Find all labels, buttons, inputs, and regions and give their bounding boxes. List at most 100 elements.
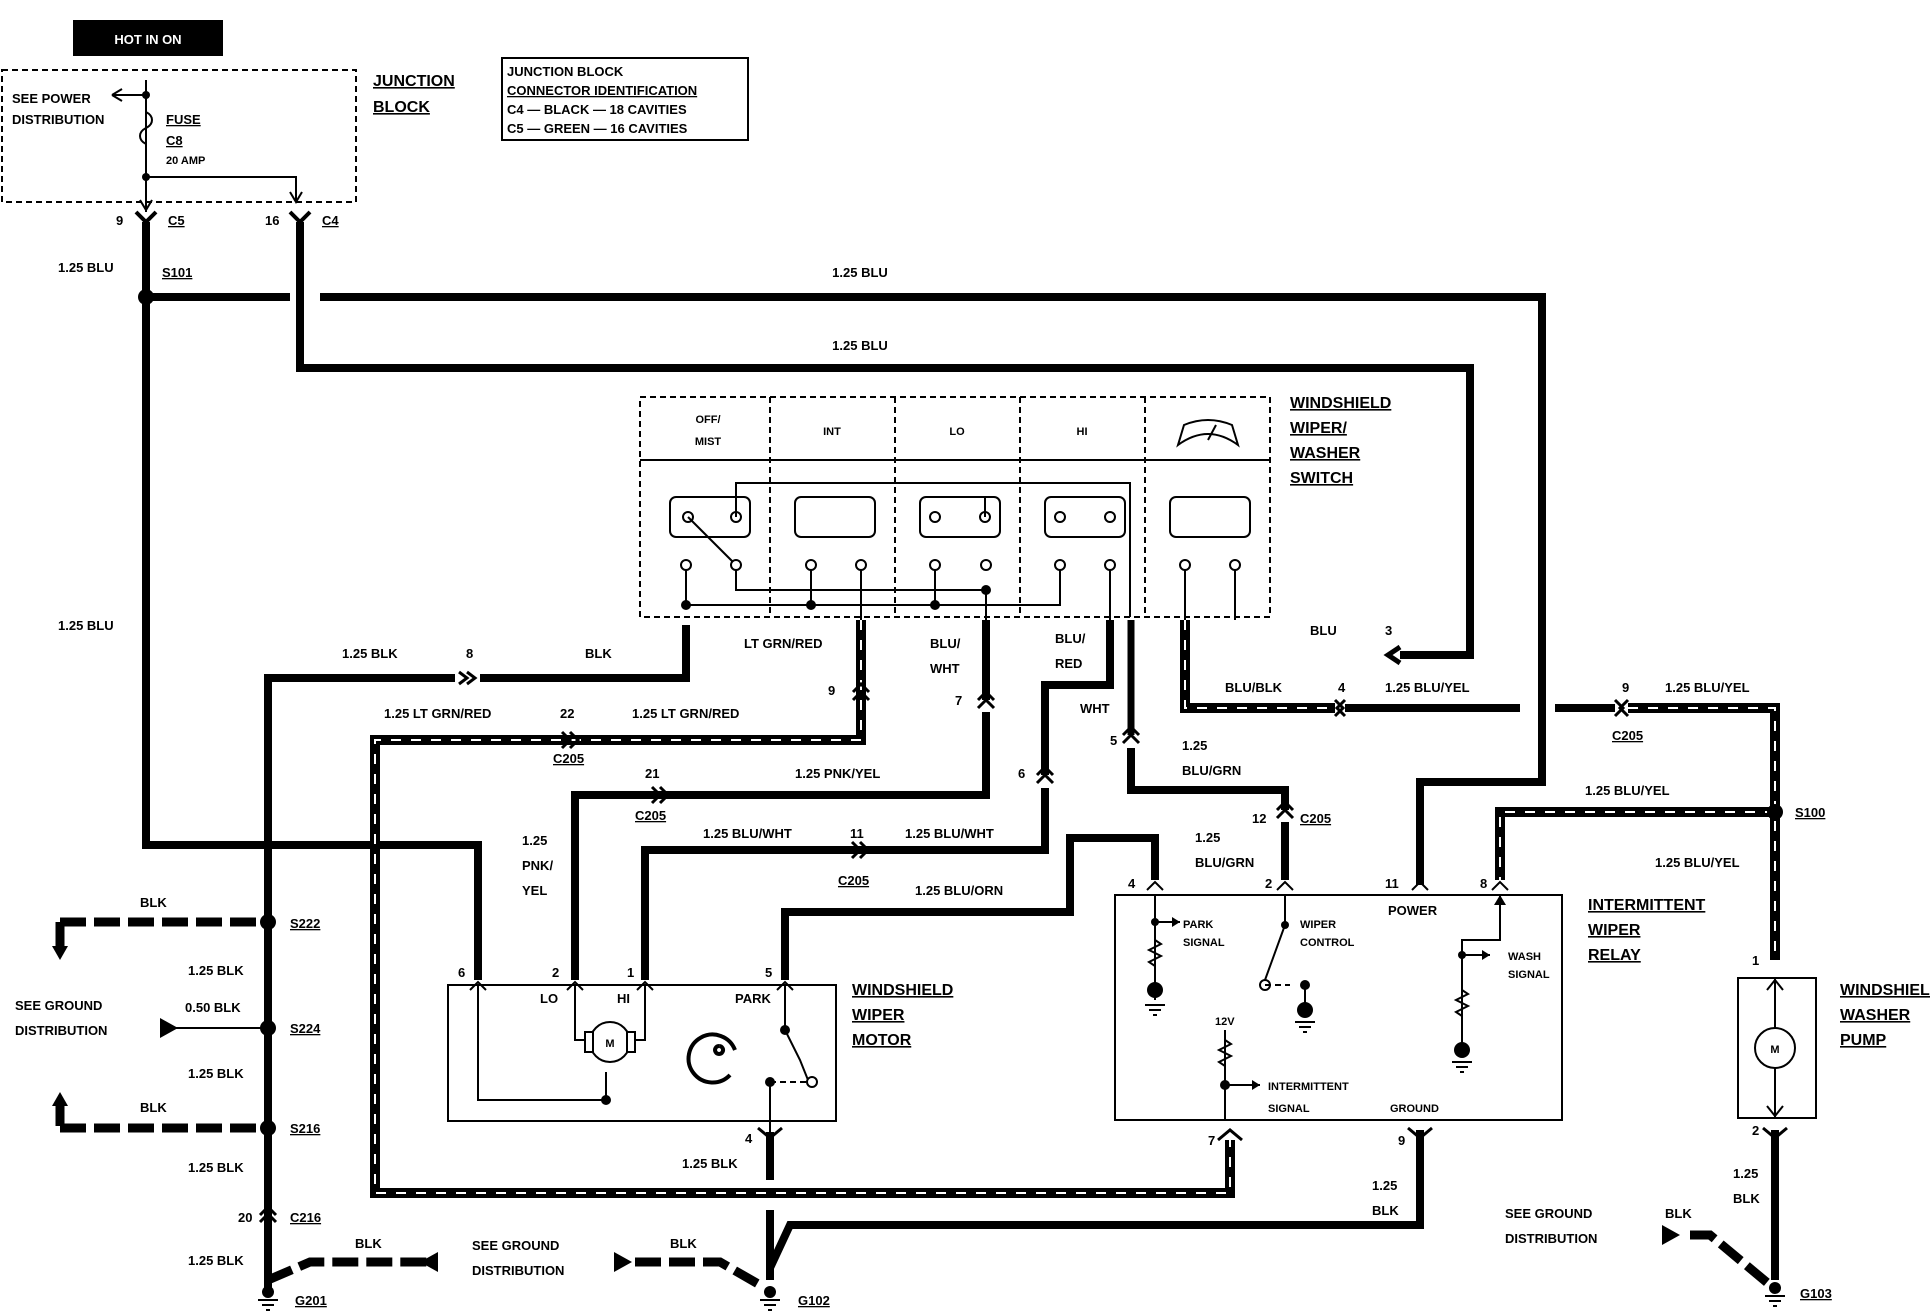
svg-text:1.25 BLU/YEL: 1.25 BLU/YEL <box>1665 680 1750 695</box>
svg-text:BLU: BLU <box>1310 623 1337 638</box>
svg-text:1.25 LT GRN/RED: 1.25 LT GRN/RED <box>632 706 739 721</box>
svg-text:BLU/: BLU/ <box>930 636 961 651</box>
svg-text:BLK: BLK <box>1372 1203 1399 1218</box>
svg-text:1.25 BLU/WHT: 1.25 BLU/WHT <box>905 826 994 841</box>
svg-text:CONTROL: CONTROL <box>1300 937 1355 949</box>
svg-text:1.25 LT GRN/RED: 1.25 LT GRN/RED <box>384 706 491 721</box>
svg-text:1.25 BLK: 1.25 BLK <box>682 1156 738 1171</box>
svg-text:1: 1 <box>627 965 634 980</box>
svg-text:C205: C205 <box>1300 811 1331 826</box>
svg-text:C5: C5 <box>168 213 185 228</box>
svg-text:C4 — BLACK — 18 CAVITIES: C4 — BLACK — 18 CAVITIES <box>507 102 687 117</box>
svg-text:4: 4 <box>1128 876 1136 891</box>
svg-text:WINDSHIELD: WINDSHIELD <box>852 982 953 999</box>
splice-s216 <box>260 1120 276 1136</box>
svg-text:MOTOR: MOTOR <box>852 1032 912 1049</box>
svg-text:INTERMITTENT: INTERMITTENT <box>1588 897 1706 914</box>
park-cam-icon <box>686 1032 737 1085</box>
pump-m-symbol <box>1754 1027 1796 1069</box>
svg-text:2: 2 <box>552 965 559 980</box>
grounds: G201 G102 G103 <box>52 946 1832 1311</box>
svg-text:WHT: WHT <box>1080 701 1110 716</box>
svg-text:9: 9 <box>1398 1133 1405 1148</box>
svg-text:LO: LO <box>540 991 558 1006</box>
svg-text:1.25: 1.25 <box>522 833 547 848</box>
svg-text:1.25 BLU/YEL: 1.25 BLU/YEL <box>1385 680 1470 695</box>
svg-text:22: 22 <box>560 706 574 721</box>
svg-text:C216: C216 <box>290 1210 321 1225</box>
svg-text:JUNCTION: JUNCTION <box>373 73 455 90</box>
svg-text:CONNECTOR IDENTIFICATION: CONNECTOR IDENTIFICATION <box>507 83 697 98</box>
windshield-washer-icon <box>1176 419 1240 448</box>
svg-text:8: 8 <box>466 646 473 661</box>
svg-text:PUMP: PUMP <box>1840 1032 1887 1049</box>
svg-text:8: 8 <box>1480 876 1487 891</box>
svg-text:WASHER: WASHER <box>1840 1007 1911 1024</box>
svg-text:20 AMP: 20 AMP <box>166 155 205 167</box>
svg-text:RELAY: RELAY <box>1588 947 1641 964</box>
svg-text:DISTRIBUTION: DISTRIBUTION <box>1505 1231 1597 1246</box>
splice-s222 <box>260 914 276 930</box>
svg-text:1.25 BLK: 1.25 BLK <box>188 1066 244 1081</box>
svg-text:12: 12 <box>1252 811 1266 826</box>
svg-text:WASH: WASH <box>1508 951 1541 963</box>
svg-text:POWER: POWER <box>1388 903 1438 918</box>
connector-id-box: JUNCTION BLOCK CONNECTOR IDENTIFICATION … <box>501 57 749 141</box>
svg-text:BLK: BLK <box>1733 1191 1760 1206</box>
ground-g201-icon <box>258 1286 278 1311</box>
svg-text:1: 1 <box>1752 953 1759 968</box>
svg-text:C205: C205 <box>838 873 869 888</box>
svg-text:WASHER: WASHER <box>1290 445 1361 462</box>
svg-text:HI: HI <box>617 991 630 1006</box>
hot-in-on-badge: HOT IN ON <box>73 20 223 56</box>
svg-text:4: 4 <box>745 1131 753 1146</box>
svg-text:1.25 BLU: 1.25 BLU <box>58 618 114 633</box>
washer-pump: M WINDSHIELD WASHER PUMP <box>1737 977 1930 1119</box>
svg-text:12V: 12V <box>1215 1016 1235 1028</box>
svg-text:1.25: 1.25 <box>1733 1166 1758 1181</box>
svg-text:1.25 BLU: 1.25 BLU <box>832 338 888 353</box>
svg-text:1.25 BLU: 1.25 BLU <box>58 260 114 275</box>
svg-text:SIGNAL: SIGNAL <box>1268 1103 1310 1115</box>
svg-text:BLK: BLK <box>585 646 612 661</box>
svg-text:20: 20 <box>238 1210 252 1225</box>
svg-text:JUNCTION BLOCK: JUNCTION BLOCK <box>507 64 624 79</box>
svg-text:RED: RED <box>1055 656 1082 671</box>
svg-text:PARK: PARK <box>735 991 771 1006</box>
svg-text:PARK: PARK <box>1183 919 1213 931</box>
svg-text:1.25 BLU/YEL: 1.25 BLU/YEL <box>1655 855 1740 870</box>
svg-text:S100: S100 <box>1795 805 1825 820</box>
svg-text:WIPER: WIPER <box>1588 922 1641 939</box>
svg-text:WINDSHIELD: WINDSHIELD <box>1840 982 1930 999</box>
svg-text:11: 11 <box>1385 876 1399 891</box>
svg-text:2: 2 <box>1752 1123 1759 1138</box>
svg-text:BLOCK: BLOCK <box>373 99 430 116</box>
svg-text:M: M <box>1770 1044 1779 1056</box>
svg-text:C4: C4 <box>322 213 339 228</box>
svg-text:G102: G102 <box>798 1293 830 1308</box>
svg-text:1.25 BLU: 1.25 BLU <box>832 265 888 280</box>
svg-text:FUSE: FUSE <box>166 112 201 127</box>
svg-text:9: 9 <box>828 683 835 698</box>
svg-text:DISTRIBUTION: DISTRIBUTION <box>12 112 104 127</box>
svg-text:2: 2 <box>1265 876 1272 891</box>
svg-text:1.25 BLU/ORN: 1.25 BLU/ORN <box>915 883 1003 898</box>
svg-text:G103: G103 <box>1800 1286 1832 1301</box>
svg-text:S101: S101 <box>162 265 192 280</box>
svg-text:S224: S224 <box>290 1021 321 1036</box>
svg-text:BLU/GRN: BLU/GRN <box>1195 855 1254 870</box>
svg-text:1.25 BLK: 1.25 BLK <box>188 1253 244 1268</box>
svg-text:BLU/: BLU/ <box>1055 631 1086 646</box>
connector-marks <box>134 210 1788 1224</box>
svg-text:SWITCH: SWITCH <box>1290 470 1353 487</box>
svg-text:6: 6 <box>1018 766 1025 781</box>
svg-text:INTERMITTENT: INTERMITTENT <box>1268 1081 1349 1093</box>
wiper-washer-switch: OFF/ MIST INT LO HI W <box>639 395 1391 620</box>
svg-text:1.25 BLU/YEL: 1.25 BLU/YEL <box>1585 783 1670 798</box>
svg-text:BLK: BLK <box>670 1236 697 1251</box>
svg-text:9: 9 <box>1622 680 1629 695</box>
svg-text:21: 21 <box>645 766 659 781</box>
svg-text:S216: S216 <box>290 1121 320 1136</box>
svg-text:BLU/BLK: BLU/BLK <box>1225 680 1283 695</box>
